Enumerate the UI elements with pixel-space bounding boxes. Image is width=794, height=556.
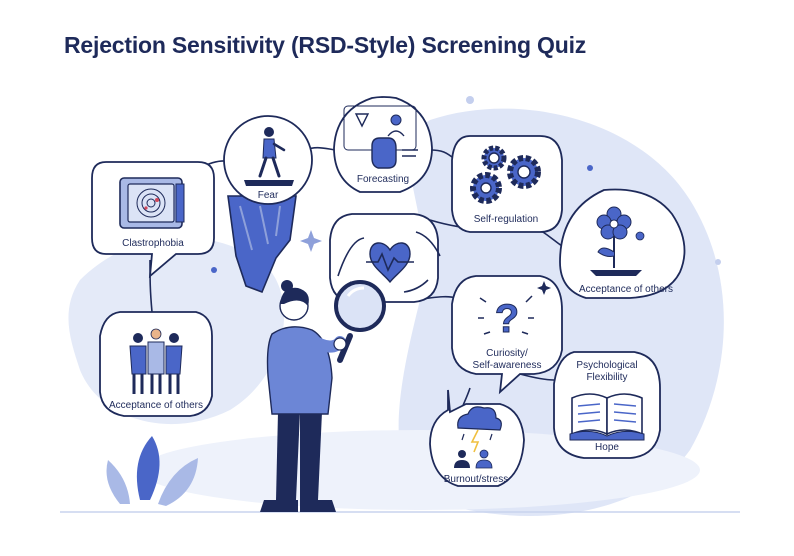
walking-person-icon	[258, 127, 286, 178]
label-self-regulation: Self-regulation	[474, 214, 538, 225]
bubble-burnout: Burnout/stress	[429, 389, 525, 487]
flower-icon	[590, 206, 645, 276]
plant-decoration	[106, 436, 198, 506]
label-flexibility-line2: Flexibility	[586, 372, 627, 383]
gears-icon	[470, 145, 541, 204]
label-curiosity-line1: Curiosity/	[486, 348, 528, 359]
shield-icon	[354, 113, 370, 128]
group-hug-icon	[129, 328, 183, 394]
label-forecasting: Forecasting	[357, 174, 409, 185]
storm-cloud-icon	[457, 406, 502, 453]
people-icon	[454, 449, 493, 469]
bubble-heart	[329, 213, 441, 303]
label-flexibility-line1: Psychological	[576, 360, 637, 371]
question-mark-icon: ?	[495, 297, 519, 341]
page-title: Rejection Sensitivity (RSD-Style) Screen…	[64, 32, 587, 58]
bubble-acceptance-right: Acceptance of others	[559, 188, 686, 299]
bubble-curiosity: ? Curiosity/ Self-awareness	[451, 275, 563, 395]
heart-icon	[369, 242, 411, 284]
hands-icon	[337, 231, 441, 277]
label-fear: Fear	[258, 190, 279, 201]
hand-icon	[371, 137, 397, 169]
bubble-self-regulation: Self-regulation	[451, 135, 563, 233]
label-claustrophobia: Clastrophobia	[122, 238, 184, 249]
label-burnout: Burnout/stress	[444, 474, 508, 485]
bubble-acceptance-left: Acceptance of others	[99, 311, 213, 417]
bubble-claustrophobia: Clastrophobia	[91, 161, 215, 279]
person-with-magnifier	[260, 280, 386, 512]
label-acceptance-left: Acceptance of others	[109, 400, 203, 411]
label-hope: Hope	[595, 442, 619, 453]
label-acceptance-right: Acceptance of others	[579, 284, 673, 295]
avatar-icon	[390, 114, 402, 126]
bubble-forecasting: Forecasting	[333, 96, 433, 193]
open-book-icon	[569, 393, 645, 441]
cliff	[227, 195, 297, 294]
label-curiosity-line2: Self-awareness	[473, 360, 542, 371]
bubble-fear: Fear	[223, 115, 313, 205]
bubble-flexibility-hope: Psychological Flexibility Hope	[553, 351, 661, 459]
